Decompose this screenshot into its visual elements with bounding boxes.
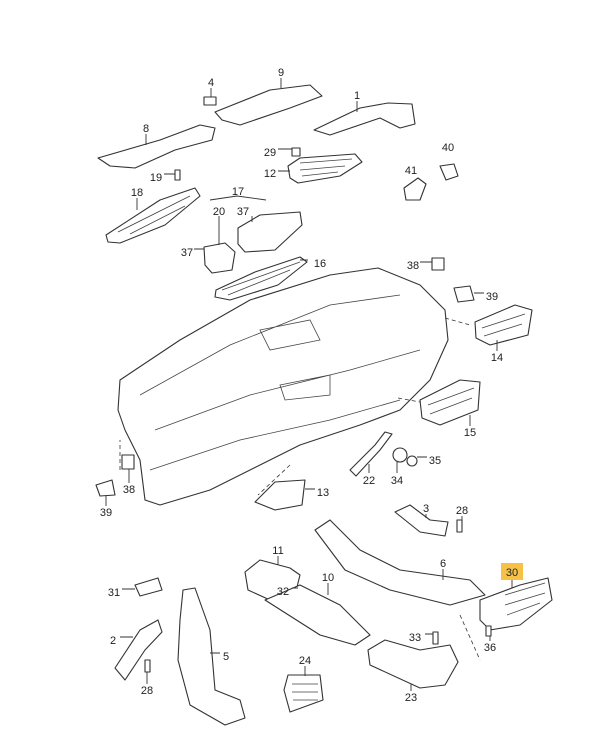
callout-1[interactable]: 1 [354, 90, 360, 102]
callout-24[interactable]: 24 [299, 655, 311, 667]
part-41-switch [403, 177, 427, 201]
part-15-vent [419, 379, 481, 426]
part-19-screw [174, 169, 181, 181]
part-10-duct [264, 584, 371, 646]
callout-31[interactable]: 31 [108, 587, 120, 599]
part-39-bracket-left [95, 479, 116, 497]
part-20-motor [203, 242, 236, 274]
callout-10[interactable]: 10 [322, 572, 334, 584]
callout-23[interactable]: 23 [405, 692, 417, 704]
callout-40[interactable]: 40 [442, 142, 454, 154]
part-38-clip [431, 257, 445, 271]
callout-29[interactable]: 29 [264, 147, 276, 159]
part-33-screw [432, 631, 439, 645]
part-2-duct [114, 619, 163, 681]
part-14-vent [474, 304, 533, 346]
callout-41[interactable]: 41 [405, 165, 417, 177]
callout-37[interactable]: 37 [237, 206, 249, 218]
part-23-duct [367, 639, 459, 689]
callout-16[interactable]: 16 [314, 258, 326, 270]
part-35-nut [406, 455, 418, 467]
part-28-screw-left [144, 659, 151, 673]
callout-14[interactable]: 14 [491, 352, 503, 364]
callout-18[interactable]: 18 [131, 187, 143, 199]
callout-13[interactable]: 13 [317, 487, 329, 499]
part-6-duct [314, 519, 486, 606]
callout-5[interactable]: 5 [223, 651, 229, 663]
callout-15[interactable]: 15 [464, 427, 476, 439]
part-30-vent [479, 577, 553, 631]
part-24-grille [283, 674, 324, 713]
callout-32[interactable]: 32 [277, 586, 289, 598]
callout-36[interactable]: 36 [484, 642, 496, 654]
callout-22[interactable]: 22 [363, 475, 375, 487]
part-11-duct [244, 559, 301, 601]
callout-8[interactable]: 8 [143, 123, 149, 135]
callout-33[interactable]: 33 [409, 632, 421, 644]
callout-39-left[interactable]: 39 [100, 507, 112, 519]
callout-12[interactable]: 12 [264, 168, 276, 180]
callout-20[interactable]: 20 [213, 206, 225, 218]
callout-9[interactable]: 9 [278, 67, 284, 79]
callout-30-highlighted[interactable]: 30 [506, 567, 518, 579]
part-40-sensor [439, 163, 459, 181]
part-4-clip [203, 96, 217, 106]
part-9-trim [214, 84, 323, 126]
callout-38[interactable]: 38 [407, 260, 419, 272]
part-31-clip [134, 577, 163, 597]
callout-19[interactable]: 19 [150, 172, 162, 184]
callout-35[interactable]: 35 [429, 455, 441, 467]
part-38-clip-left [121, 454, 135, 470]
part-28-screw [456, 519, 463, 533]
callout-17[interactable]: 17 [232, 186, 244, 198]
part-1-duct [313, 102, 416, 136]
part-39-bracket [453, 285, 475, 303]
part-18-vent [105, 187, 201, 244]
part-34-bulb [392, 447, 408, 463]
highlight-30 [501, 563, 523, 580]
callout-28-lower[interactable]: 28 [141, 685, 153, 697]
callout-28[interactable]: 28 [456, 505, 468, 517]
part-5-duct [177, 587, 246, 726]
part-13-vent [254, 479, 306, 511]
part-12-vent [287, 153, 363, 184]
callout-2[interactable]: 2 [110, 635, 116, 647]
callout-38-left[interactable]: 38 [123, 484, 135, 496]
callout-37-lower[interactable]: 37 [181, 247, 193, 259]
part-29-clip [291, 147, 301, 157]
part-8-trim [97, 124, 216, 169]
callout-4[interactable]: 4 [208, 77, 214, 89]
callout-3[interactable]: 3 [423, 503, 429, 515]
callout-6[interactable]: 6 [440, 558, 446, 570]
callout-11[interactable]: 11 [272, 545, 283, 557]
part-22-hose [349, 431, 393, 477]
part-3-bracket [394, 504, 449, 537]
part-36-screw [485, 625, 492, 637]
callout-39[interactable]: 39 [486, 291, 498, 303]
callout-34[interactable]: 34 [391, 475, 403, 487]
part-17-vent [237, 211, 303, 253]
